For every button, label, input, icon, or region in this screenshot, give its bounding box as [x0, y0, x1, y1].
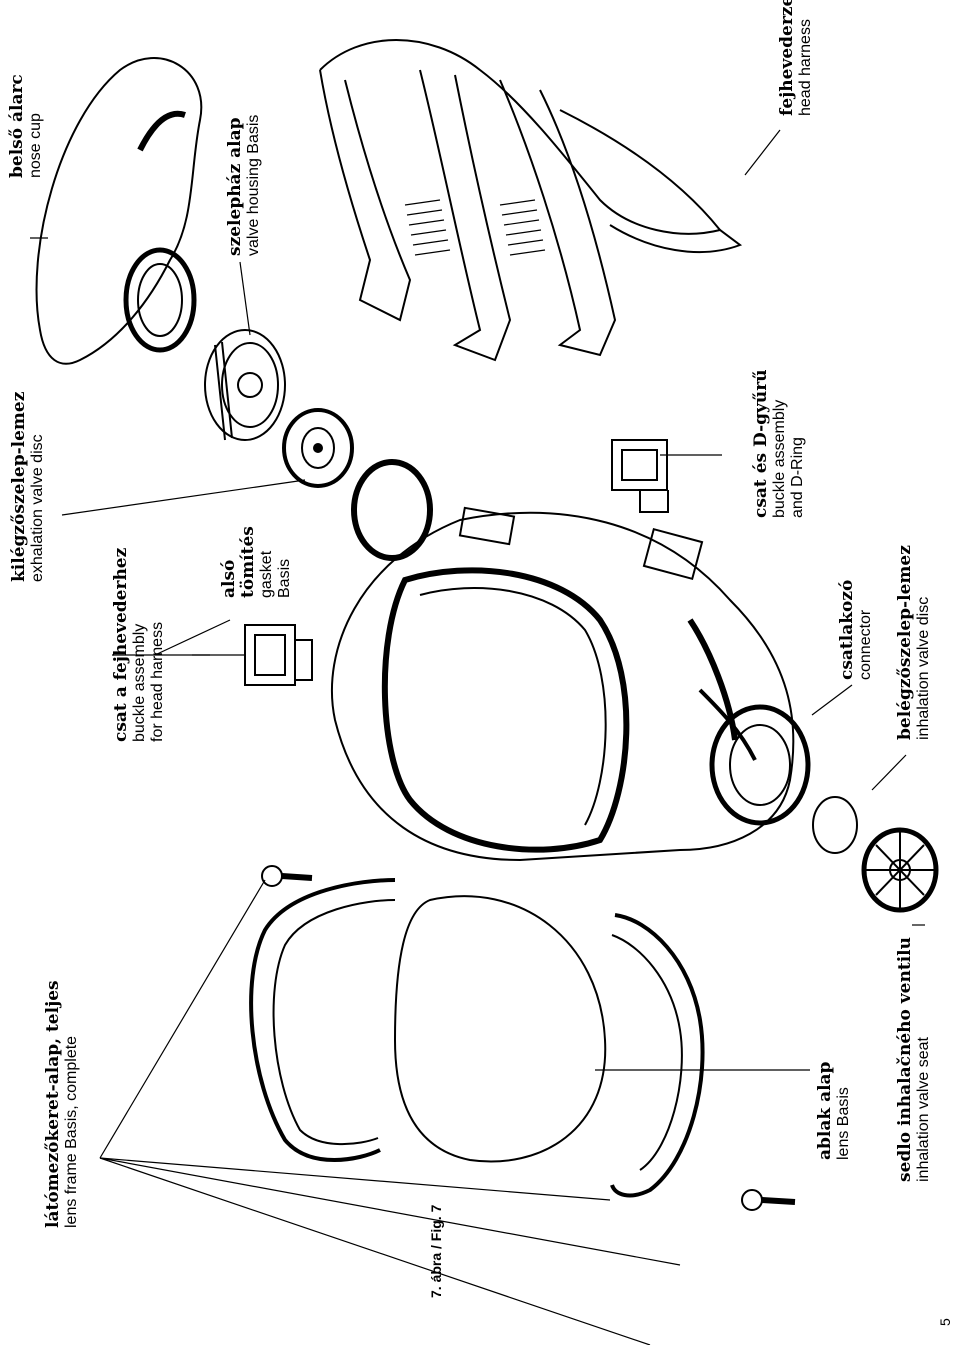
valve-seat-en: inhalation valve seat: [915, 1037, 933, 1182]
connector-en: connector: [857, 609, 875, 680]
exhalation-hu: kilégzőszelep-lemez: [9, 391, 29, 582]
figure-caption: 7. ábra / Fig. 7: [428, 1204, 444, 1298]
connector-hu: csatlakozó: [837, 579, 857, 680]
label-connector: csatlakozó connector: [837, 579, 875, 680]
lens-frame-drawing: [249, 878, 705, 1198]
exhalation-disc-drawing: [282, 408, 354, 488]
valve-housing-en: valve housing Basis: [245, 114, 263, 256]
lens-hu: ablak alap: [815, 1061, 835, 1160]
exhalation-en: exhalation valve disc: [29, 434, 47, 582]
lens-frame-en: lens frame Basis, complete: [63, 1035, 81, 1228]
buckle-dring-en2: and D-Ring: [788, 437, 806, 518]
gasket-en1: gasket: [258, 550, 276, 598]
screw-top-drawing: [261, 865, 313, 887]
mask-body-drawing: [330, 506, 811, 862]
nose-cup-drawing: [35, 57, 203, 365]
label-gasket: alsó tömítés gasket Basis: [219, 526, 294, 598]
gasket-drawing: [351, 459, 433, 561]
nose-cup-en: nose cup: [27, 113, 45, 178]
nose-cup-hu: belső álarc: [7, 74, 27, 178]
inhalation-disc-drawing: [812, 796, 858, 854]
valve-seat-hu: sedlo inhalačného ventilu: [895, 937, 915, 1182]
label-valve-housing: szelepház alap valve housing Basis: [225, 114, 263, 256]
buckle-head-en1: buckle assembly: [131, 623, 149, 742]
buckle-dring-hu: csat és D-gyűrű: [751, 369, 771, 518]
gasket-hu2: tömítés: [238, 526, 259, 598]
label-lens-frame: látómezőkeret-alap, teljes lens frame Ba…: [43, 980, 81, 1228]
label-exhalation-disc: kilégzőszelep-lemez exhalation valve dis…: [9, 391, 47, 582]
label-inhalation-disc: belégzőszelep-lemez inhalation valve dis…: [895, 545, 933, 740]
label-valve-seat: sedlo inhalačného ventilu inhalation val…: [895, 937, 933, 1182]
valve-seat-drawing: [861, 827, 939, 913]
head-harness-hu: fejhevederzet: [777, 0, 797, 116]
head-harness-en: head harness: [797, 19, 815, 116]
inhalation-en: inhalation valve disc: [915, 596, 933, 740]
lens-frame-hu: látómezőkeret-alap, teljes: [43, 980, 63, 1228]
page-number: 5: [937, 1318, 953, 1326]
inhalation-hu: belégzőszelep-lemez: [895, 545, 915, 740]
buckle-head-hu: csat a fejhevederhez: [111, 547, 131, 742]
label-buckle-head: csat a fejhevederhez buckle assembly for…: [111, 547, 167, 742]
label-buckle-dring: csat és D-gyűrű buckle assembly and D-Ri…: [751, 369, 807, 518]
valve-housing-hu: szelepház alap: [225, 117, 245, 256]
valve-housing-drawing: [204, 329, 286, 441]
buckle-dring-en1: buckle assembly: [771, 399, 789, 518]
leader-lines: [30, 129, 925, 1345]
lens-en: lens Basis: [835, 1087, 853, 1160]
screw-bottom-drawing: [741, 1189, 796, 1211]
label-head-harness: fejhevederzet head harness: [777, 0, 815, 116]
head-harness-drawing: [319, 39, 743, 362]
lens-drawing: [393, 895, 607, 1163]
buckle-dring-drawing: [611, 439, 669, 513]
label-lens: ablak alap lens Basis: [815, 1061, 853, 1160]
buckle-head-drawing: [244, 624, 313, 686]
gasket-en2: Basis: [275, 558, 293, 598]
gasket-hu1: alsó: [219, 559, 239, 598]
label-nose-cup: belső álarc nose cup: [7, 74, 45, 178]
buckle-head-en2: for head harness: [148, 621, 166, 742]
